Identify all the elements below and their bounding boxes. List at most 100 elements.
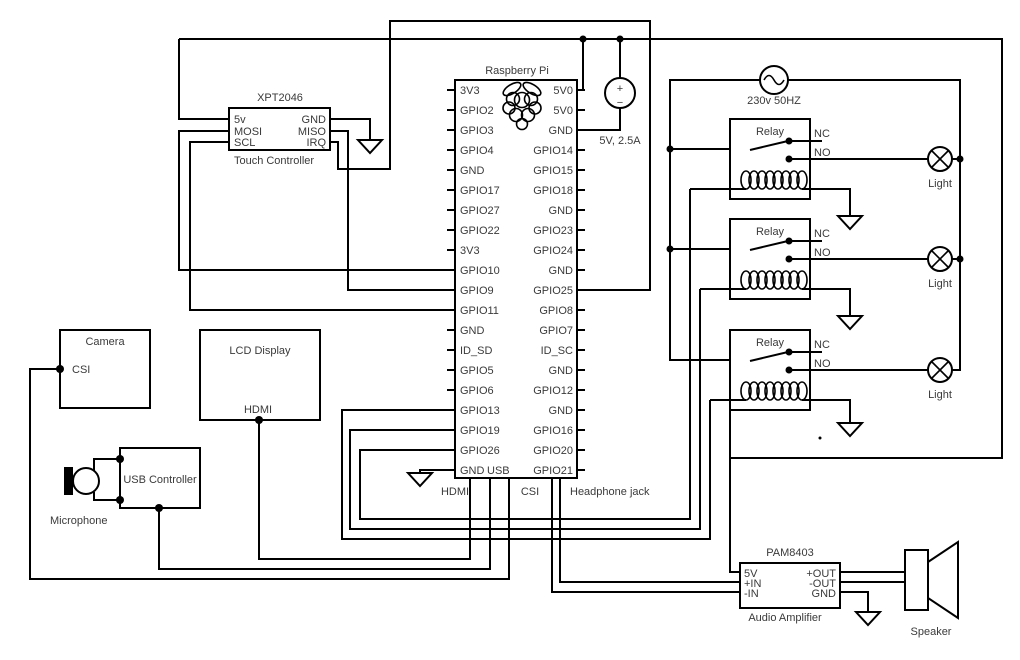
pin-label: GPIO20	[533, 445, 573, 457]
dc-plus-sign: +	[617, 83, 623, 95]
pin-label: GPIO7	[539, 325, 573, 337]
amplifier-chip-label: PAM8403	[766, 547, 814, 559]
relay-nc-label: NC	[814, 128, 830, 140]
pin-label: GND	[812, 588, 837, 600]
pin-label: SCL	[234, 137, 255, 149]
pin-label: GPIO17	[460, 185, 500, 197]
wiring-ac-mains	[669, 79, 961, 371]
speaker-cone-icon	[927, 540, 959, 620]
camera-title: Camera	[85, 336, 125, 348]
pin-label: GPIO3	[460, 125, 494, 137]
coil-icon	[710, 381, 851, 423]
wiring-touch-spi	[178, 20, 651, 311]
junction-dot	[155, 504, 163, 512]
touch-chip-label: XPT2046	[257, 92, 303, 104]
dc-supply: + − 5V, 2.5A	[599, 77, 641, 147]
ground-icon	[355, 139, 385, 155]
switch-arm-icon	[749, 140, 789, 151]
touch-controller-block: XPT2046 5v MOSI SCL GND MISO IRQ Touch C…	[228, 92, 331, 167]
microphone-head-icon	[72, 467, 100, 495]
junction-dot	[255, 416, 263, 424]
pin-label: GPIO18	[533, 185, 573, 197]
microphone-label: Microphone	[50, 515, 107, 527]
contact-dot	[785, 366, 793, 374]
touch-caption: Touch Controller	[234, 155, 314, 167]
contact-dot	[785, 137, 793, 145]
microphone-block: Microphone	[50, 467, 107, 527]
pin-label: GPIO13	[460, 405, 500, 417]
coil-icon	[700, 270, 851, 316]
pin-label: GND	[549, 205, 574, 217]
pin-label: MISO	[298, 126, 327, 138]
relay-no-label: NO	[814, 358, 831, 370]
pin-label: -IN	[744, 588, 759, 600]
pin-label: 5v	[234, 114, 246, 126]
wiring-power-rails	[178, 38, 1003, 573]
pi-left-pin-stubs	[447, 89, 455, 471]
pin-label: GPIO8	[539, 305, 573, 317]
pin-label: GND	[460, 165, 485, 177]
speaker-driver-icon	[904, 549, 929, 611]
speaker-block: Speaker	[904, 540, 959, 638]
pin-label: GPIO25	[533, 285, 573, 297]
pin-label: GPIO9	[460, 285, 494, 297]
relay-title: Relay	[756, 226, 785, 238]
light-label: Light	[928, 178, 952, 190]
pi-right-pin-labels: 5V0 5V0 GND GPIO14 GPIO15 GPIO18 GND GPI…	[533, 85, 573, 477]
microphone-icon	[64, 467, 73, 495]
relay-no-label: NO	[814, 147, 831, 159]
relay-nc-label: NC	[814, 339, 830, 351]
relay-1-block: Relay NC NO	[690, 118, 928, 231]
pi-headphone-port-label: Headphone jack	[570, 486, 650, 498]
pin-label: GPIO22	[460, 225, 500, 237]
ground-icon	[835, 315, 865, 331]
pi-hdmi-port-label: HDMI	[441, 486, 469, 498]
touch-controller-box	[228, 107, 331, 151]
pin-label: 3V3	[460, 85, 480, 97]
pin-label: +IN	[744, 578, 761, 590]
pin-label: GPIO27	[460, 205, 500, 217]
lcd-hdmi-pin-label: HDMI	[244, 404, 272, 416]
raspberry-pi-box	[454, 79, 578, 479]
pin-label: GPIO14	[533, 145, 573, 157]
contact-dot	[785, 155, 793, 163]
junction-dot	[116, 455, 124, 463]
contact-dot	[785, 348, 793, 356]
pin-label: 5V0	[553, 105, 573, 117]
raspberry-logo-icon	[502, 81, 542, 131]
coil-icon	[690, 170, 851, 216]
pin-label: GPIO11	[460, 305, 499, 317]
pi-title: Raspberry Pi	[485, 65, 549, 77]
light-label: Light	[928, 389, 952, 401]
ac-supply: 230v 50HZ	[747, 65, 801, 107]
ground-icon	[853, 611, 883, 627]
pin-label: 5V0	[553, 85, 573, 97]
pin-label: GPIO12	[533, 385, 573, 397]
junction-dot	[116, 496, 124, 504]
pi-usb-label: USB	[487, 465, 510, 477]
pin-label: IRQ	[306, 137, 326, 149]
pin-label: GND	[549, 125, 574, 137]
switch-arm-icon	[749, 240, 789, 251]
dc-supply-label: 5V, 2.5A	[599, 135, 641, 147]
light-label: Light	[928, 278, 952, 290]
wiring-microphone	[93, 458, 120, 501]
pin-label: GND	[549, 365, 574, 377]
pin-label: GPIO6	[460, 385, 494, 397]
wiring-relay-control	[341, 189, 711, 540]
amplifier-block: PAM8403 5V +IN -IN +OUT -OUT GND Audio A…	[739, 547, 883, 627]
pin-label: GPIO16	[533, 425, 573, 437]
pin-label: GPIO10	[460, 265, 500, 277]
wiring-audio-out	[840, 571, 905, 612]
camera-block: Camera CSI	[56, 329, 151, 409]
raspberry-pi-block: Raspberry Pi 3V3 GPIO2 GPIO3 GPIO4 GND G…	[441, 65, 650, 498]
usb-controller-title: USB Controller	[123, 474, 197, 486]
relay-no-label: NO	[814, 247, 831, 259]
usb-controller-box	[119, 447, 201, 509]
usb-controller-block: USB Controller	[116, 447, 201, 512]
pin-label: GPIO19	[460, 425, 500, 437]
pin-label: -OUT	[809, 578, 836, 590]
pin-label: GPIO21	[533, 465, 573, 477]
pin-label: GND	[549, 405, 574, 417]
